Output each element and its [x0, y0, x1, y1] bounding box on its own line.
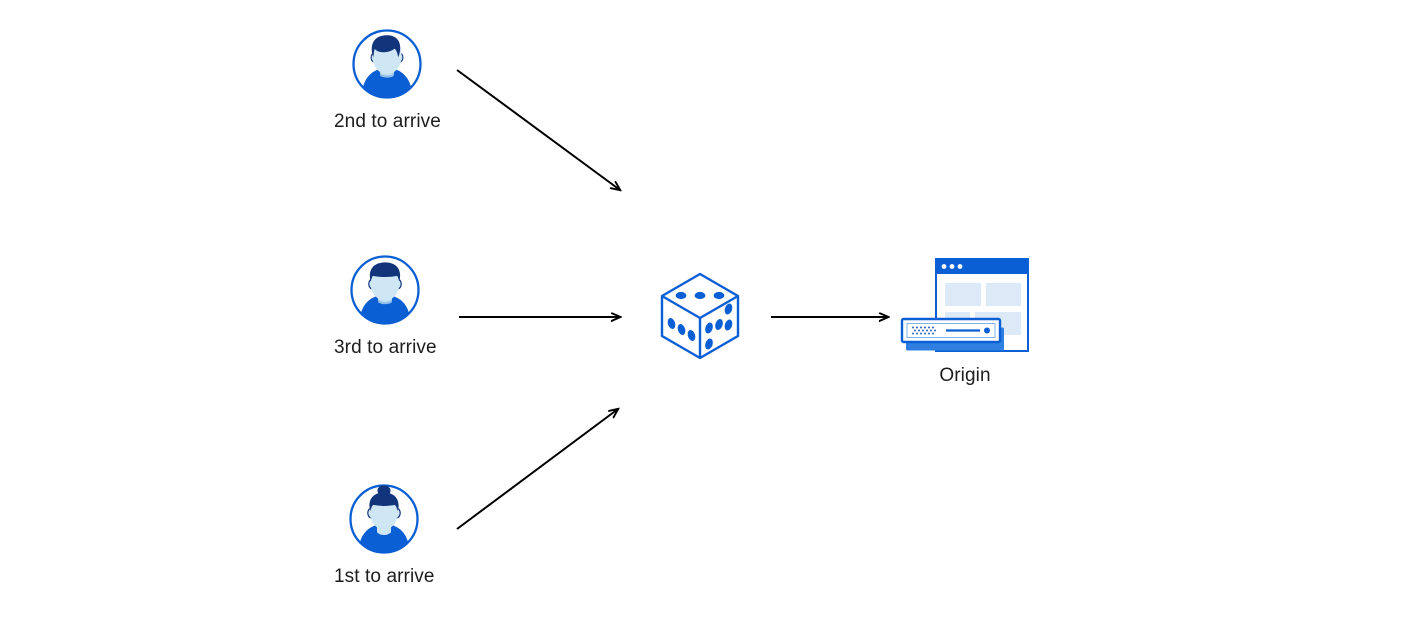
- arrow-first-to-dice: [456, 409, 618, 530]
- arrow-second-to-dice: [456, 69, 620, 190]
- node-randomizer-dice[interactable]: [657, 270, 743, 372]
- origin-server-icon: [900, 255, 1030, 355]
- node-label-client-second: 2nd to arrive: [334, 111, 441, 132]
- node-client-first[interactable]: 1st to arrive: [334, 482, 435, 588]
- node-client-third[interactable]: 3rd to arrive: [334, 253, 437, 359]
- user-avatar-icon: [348, 253, 422, 327]
- server-device: [900, 317, 1004, 351]
- user-avatar-icon: [350, 27, 424, 101]
- node-client-second[interactable]: 2nd to arrive: [334, 27, 441, 133]
- node-label-origin: Origin: [939, 365, 991, 386]
- dice-icon: [657, 270, 743, 362]
- node-origin[interactable]: Origin: [900, 255, 1030, 387]
- node-label-client-first: 1st to arrive: [334, 566, 435, 587]
- node-label-client-third: 3rd to arrive: [334, 337, 437, 358]
- user-avatar-icon: [347, 482, 421, 556]
